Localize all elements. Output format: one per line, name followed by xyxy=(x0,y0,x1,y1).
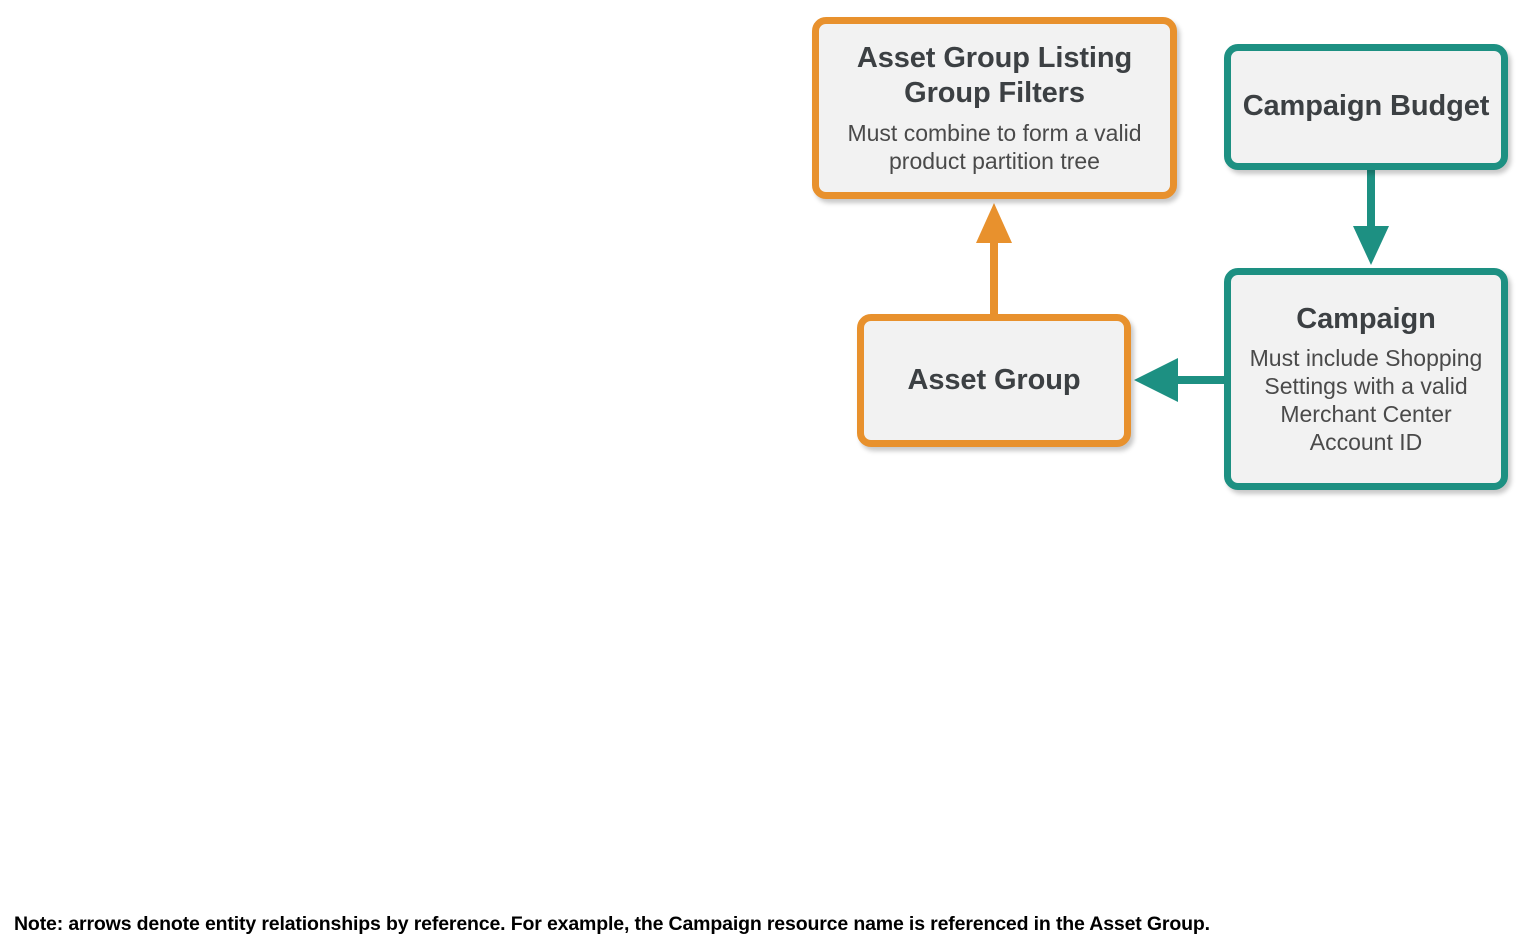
edge-asset-group-to-filters xyxy=(976,203,1012,314)
node-subtitle: Must include Shopping Settings with a va… xyxy=(1249,344,1483,456)
edge-campaign-to-asset-group xyxy=(1134,358,1224,402)
node-asset-group-listing-group-filters[interactable]: Asset Group Listing Group Filters Must c… xyxy=(812,17,1177,199)
node-title: Campaign xyxy=(1296,302,1436,335)
node-asset-group[interactable]: Asset Group xyxy=(857,314,1131,447)
edge-budget-to-campaign xyxy=(1353,170,1389,265)
diagram-footnote: Note: arrows denote entity relationships… xyxy=(14,913,1210,935)
node-title: Asset Group Listing Group Filters xyxy=(856,42,1133,110)
node-subtitle: Must combine to form a valid product par… xyxy=(847,119,1142,174)
node-title: Asset Group xyxy=(907,363,1081,396)
arrowhead-up-orange xyxy=(976,203,1012,243)
arrowhead-left-teal xyxy=(1134,358,1178,402)
arrowhead-down-teal xyxy=(1353,226,1389,265)
node-title: Campaign Budget xyxy=(1242,90,1490,123)
node-campaign-budget[interactable]: Campaign Budget xyxy=(1224,44,1508,170)
node-campaign[interactable]: Campaign Must include Shopping Settings … xyxy=(1224,268,1508,490)
